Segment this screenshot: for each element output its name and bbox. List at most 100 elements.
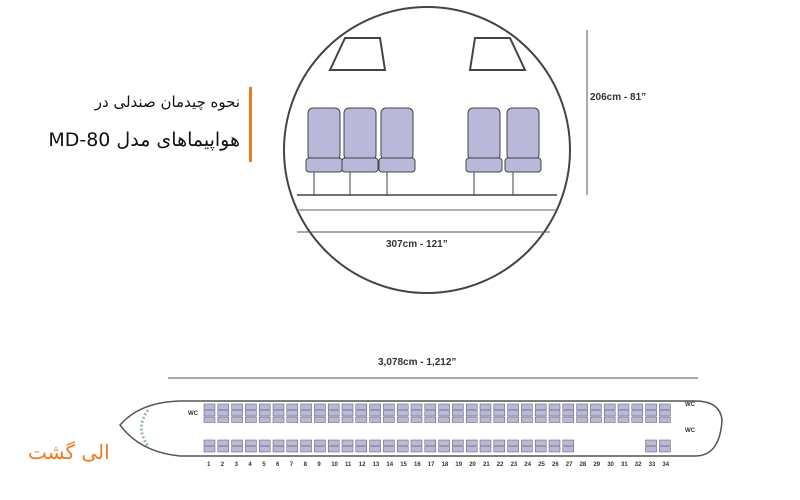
seat-upper — [396, 410, 409, 417]
seat-upper — [659, 416, 671, 423]
seat-upper — [659, 403, 671, 410]
seat-upper — [355, 403, 368, 410]
seat-lower — [562, 439, 575, 446]
title-line-2: هواپیماهای مدل MD-80 — [48, 129, 240, 151]
wc-front: WC — [188, 411, 199, 417]
seat-lower — [383, 439, 395, 446]
seat-upper — [465, 403, 478, 410]
cross-section-seat — [343, 107, 377, 161]
seat-cushion — [504, 157, 542, 173]
seat-upper — [479, 410, 492, 417]
seat-upper — [383, 416, 395, 423]
seat-upper — [562, 403, 575, 410]
seat-upper — [314, 403, 326, 410]
row-number: 9 — [317, 462, 321, 468]
seat-upper — [383, 403, 395, 410]
seat-upper — [424, 403, 437, 410]
seat-upper — [603, 410, 616, 417]
seat-lower — [341, 439, 354, 446]
seat-upper — [534, 410, 547, 417]
seat-lower — [341, 446, 354, 453]
seat-lower — [465, 446, 478, 453]
seat-upper — [396, 403, 409, 410]
seat-lower — [217, 446, 230, 453]
row-number: 17 — [428, 462, 435, 468]
cross-section-seat — [506, 107, 540, 161]
seat-upper — [272, 416, 285, 423]
seat-lower — [410, 446, 423, 453]
seat-upper — [590, 403, 602, 410]
seat-lower — [534, 439, 547, 446]
seat-upper — [258, 403, 271, 410]
seat-upper — [300, 403, 312, 410]
seat-upper — [493, 416, 506, 423]
seat-upper — [217, 403, 230, 410]
seat-upper — [576, 403, 588, 410]
seat-lower — [438, 439, 450, 446]
seat-lower — [659, 446, 671, 453]
row-number: 1 — [207, 462, 211, 468]
seat-upper — [548, 416, 561, 423]
seat-upper — [631, 403, 644, 410]
seat-upper — [272, 410, 285, 417]
seat-upper — [438, 410, 450, 417]
seat-lower — [548, 446, 561, 453]
seat-upper — [341, 403, 354, 410]
seat-upper — [231, 416, 243, 423]
row-number: 25 — [538, 462, 545, 468]
seat-lower — [548, 439, 561, 446]
seat-lower — [286, 439, 299, 446]
seat-upper — [231, 403, 243, 410]
seat-upper — [507, 410, 519, 417]
seat-upper — [355, 410, 368, 417]
seat-lower — [659, 439, 671, 446]
row-number: 8 — [304, 462, 308, 468]
cross-section: 206cm - 81” 307cm - 121” — [283, 6, 646, 294]
seat-upper — [645, 416, 657, 423]
seat-upper — [631, 416, 644, 423]
wc-rear-top: WC — [685, 402, 696, 408]
seat-upper — [203, 416, 216, 423]
seat-upper — [327, 410, 340, 417]
seat-lower — [258, 439, 271, 446]
seat-lower — [369, 439, 381, 446]
seat-lower — [355, 439, 368, 446]
seat-upper — [286, 410, 299, 417]
seat-lower — [424, 439, 437, 446]
title-line-1: نحوه چیدمان صندلی در — [94, 93, 240, 111]
wc-rear-bottom: WC — [685, 428, 696, 434]
cross-section-seat — [307, 107, 341, 161]
seat-upper — [465, 410, 478, 417]
seat-upper — [327, 416, 340, 423]
seat-upper — [617, 410, 630, 417]
seat-upper — [631, 410, 644, 417]
seat-lower — [452, 439, 464, 446]
height-label: 206cm - 81” — [590, 92, 646, 103]
seat-upper — [245, 410, 257, 417]
seat-upper — [355, 416, 368, 423]
seat-upper — [369, 416, 381, 423]
row-number: 15 — [400, 462, 407, 468]
seat-upper — [603, 416, 616, 423]
row-number: 19 — [455, 462, 462, 468]
seat-upper — [576, 416, 588, 423]
seat-upper — [217, 416, 230, 423]
seat-upper — [562, 416, 575, 423]
seat-upper — [590, 416, 602, 423]
seat-upper — [369, 403, 381, 410]
seat-upper — [314, 410, 326, 417]
seat-lower — [493, 439, 506, 446]
seat-lower — [245, 446, 257, 453]
seat-upper — [493, 403, 506, 410]
seat-upper — [424, 410, 437, 417]
seat-upper — [645, 403, 657, 410]
seat-upper — [507, 416, 519, 423]
seat-upper — [245, 416, 257, 423]
width-label: 307cm - 121” — [386, 239, 448, 250]
row-number: 29 — [593, 462, 600, 468]
row-number: 26 — [552, 462, 559, 468]
seat-lower — [383, 446, 395, 453]
logo: الی گشت — [28, 440, 110, 464]
